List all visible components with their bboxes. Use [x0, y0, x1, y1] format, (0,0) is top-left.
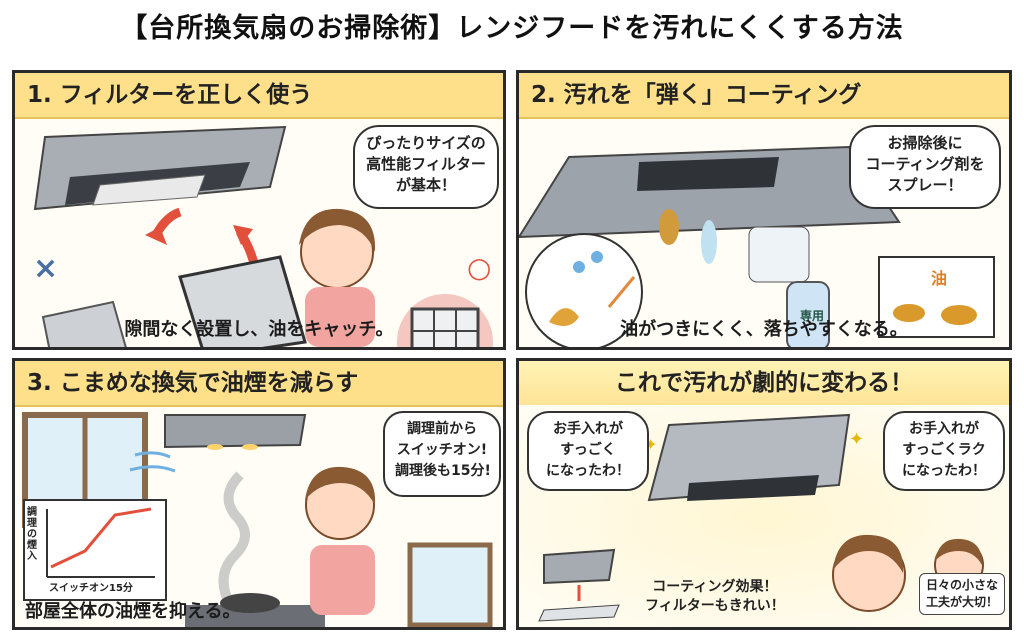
bubble-line: お掃除後に: [887, 134, 963, 152]
window-right: [407, 542, 493, 627]
installed-filter: [92, 174, 206, 206]
panel-heading: 2. 汚れを「弾く」コーティング: [519, 73, 1009, 119]
zoom-box: [878, 256, 995, 338]
coating-illustration: [519, 145, 995, 347]
range-hood: [164, 414, 307, 449]
frying-pan: [220, 593, 280, 613]
graph-xlabel: スイッチオン15分: [49, 583, 133, 594]
stove: [185, 605, 325, 627]
held-filter: [178, 255, 307, 347]
smoke: [218, 471, 250, 608]
effect-note: コーティング効果！ フィルターもきれい！: [639, 575, 791, 619]
note-line: 工夫が大切！: [926, 595, 999, 609]
cloth: [748, 226, 810, 283]
panel-result: これで汚れが劇的に変わる！ ✦ ✦ お手入れが すっごく になったわ！ お手入れ…: [516, 358, 1012, 630]
panel-heading: 1. フィルターを正しく使う: [15, 73, 503, 119]
speech-bubble: ぴったりサイズの 高性能フィルター が基本！: [353, 125, 499, 209]
tip-note: 日々の小さな 工夫が大切！: [919, 573, 1006, 615]
speech-bubble: 調理前から スイッチオン! 調理後も15分!: [383, 411, 501, 497]
bubble-line: すっごく: [560, 442, 616, 458]
smoke-graph: 調理の煙入 スイッチオン15分: [23, 499, 167, 601]
graph-line: [50, 507, 152, 569]
bubble-line: 調理前から: [407, 421, 477, 437]
bad-filter: [41, 300, 127, 347]
bubble-line: 高性能フィルター: [366, 155, 486, 173]
bottle-label: 専用: [799, 309, 824, 323]
note-line: 日々の小さな: [926, 578, 999, 592]
bounce-arrow: [607, 276, 636, 308]
note-line: コーティング効果！: [652, 579, 778, 595]
panel-caption: 隙間なく設置し、油をキャッチ。: [124, 319, 394, 340]
graph-ylabel: 調理の煙入: [27, 507, 37, 562]
panel-coating: 2. 汚れを「弾く」コーティング 専用 油 お掃除後に コーティング剤を スプレ…: [516, 70, 1012, 350]
bubble-line: お手入れが: [553, 421, 623, 437]
speech-bubble-left: お手入れが すっごく になったわ！: [527, 411, 649, 491]
hood-vent: [637, 157, 779, 191]
speech-bubble-right: お手入れが すっごくラク になったわ！: [883, 411, 1005, 491]
sparkle-icon: ✦: [849, 429, 864, 450]
oil-drop: [659, 209, 679, 245]
spray-bottle: [786, 281, 830, 347]
panel-ventilation: 3. こまめな換気で油煙を減らす 調理の煙入 スイッチオン15分 調理前から ス…: [12, 358, 506, 630]
bubble-line: ぴったりサイズの: [366, 134, 486, 152]
water-drop: [701, 220, 717, 264]
bubble-line: お手入れが: [909, 421, 979, 437]
speech-bubble: お掃除後に コーティング剤を スプレー！: [849, 125, 1001, 209]
bubble-line: になったわ！: [902, 463, 986, 479]
small-filter: [538, 604, 620, 622]
bubble-line: スプレー！: [887, 176, 963, 194]
bubble-line: コーティング剤を: [865, 155, 985, 173]
bubble-line: 調理後も15分!: [395, 463, 491, 479]
bubble-line: すっごくラク: [902, 442, 986, 458]
good-mark: ○: [467, 251, 492, 284]
apron: [310, 545, 375, 615]
small-hood: [543, 548, 616, 585]
panel-heading: 3. こまめな換気で油煙を減らす: [15, 361, 503, 407]
panel-caption: 部屋全体の油煙を抑える。: [25, 601, 241, 622]
bad-mark: ×: [33, 251, 59, 286]
panel-filter: 1. フィルターを正しく使う × ○ ぴったりサイズの 高性能フィルター が基本…: [12, 70, 506, 350]
oil-label: 油: [931, 269, 948, 288]
bubble-line: になったわ！: [546, 463, 630, 479]
good-filter: [410, 307, 480, 347]
note-line: フィルターもきれい！: [645, 598, 785, 614]
bubble-line: が基本！: [395, 176, 456, 194]
panel-heading: これで汚れが劇的に変わる！: [519, 361, 1009, 407]
panel-caption: 油がつきにくく、落ちやすくなる。: [620, 319, 908, 340]
apron: [305, 287, 375, 347]
page-title: 【台所換気扇のお掃除術】レンジフードを汚れにくくする方法: [120, 13, 904, 44]
filter-illustration: [33, 125, 493, 347]
bubble-line: スイッチオン!: [396, 442, 488, 458]
